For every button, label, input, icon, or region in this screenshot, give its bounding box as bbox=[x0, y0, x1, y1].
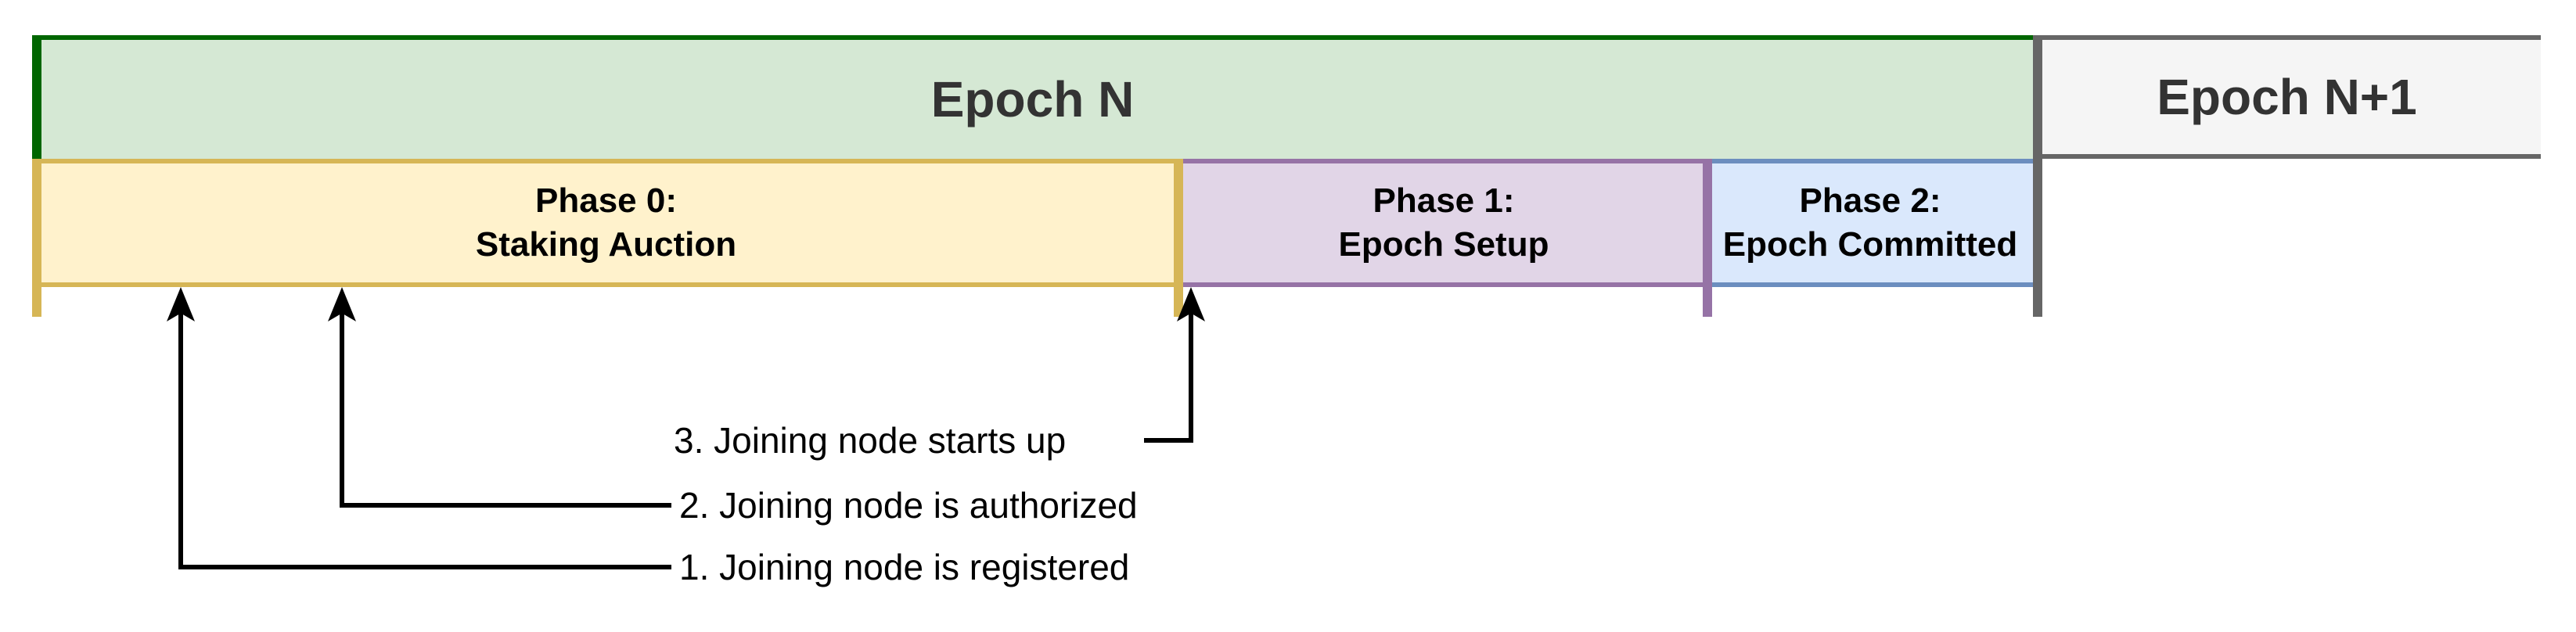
phase-1-caption: Phase 1: Epoch Setup bbox=[1339, 179, 1549, 267]
event-1-label: 1. Joining node is registered bbox=[679, 547, 1130, 587]
phase-1-title: Phase 1: bbox=[1373, 181, 1515, 220]
epoch-n-bar: Epoch N bbox=[32, 35, 2033, 159]
phase-1-subtitle: Epoch Setup bbox=[1338, 225, 1549, 264]
phase-0-caption: Phase 0: Staking Auction bbox=[476, 179, 736, 267]
epoch-n-plus-1-bar: Epoch N+1 bbox=[2033, 35, 2541, 159]
event-1-arrow-horizontal-line bbox=[178, 565, 671, 569]
phase-2-caption: Phase 2: Epoch Committed bbox=[1723, 179, 2017, 267]
epoch-n-start-marker bbox=[32, 35, 41, 159]
event-2-label: 2. Joining node is authorized bbox=[679, 485, 1138, 526]
event-3-arrow-vertical-line bbox=[1189, 313, 1193, 443]
epoch-n-plus-1-label: Epoch N+1 bbox=[2157, 69, 2417, 125]
phase-0-end-marker bbox=[1174, 159, 1183, 317]
event-2-arrow-vertical-line bbox=[340, 313, 344, 507]
event-1-arrow-vertical-line bbox=[178, 313, 183, 569]
phase-2-subtitle: Epoch Committed bbox=[1722, 225, 2018, 264]
phase-1-bar: Phase 1: Epoch Setup bbox=[1180, 159, 1707, 287]
phase-1-end-marker bbox=[1703, 159, 1712, 317]
phase-0-title: Phase 0: bbox=[535, 181, 677, 220]
epoch-boundary-marker bbox=[2033, 35, 2042, 317]
event-3-label: 3. Joining node starts up bbox=[674, 420, 1067, 461]
phase-2-title: Phase 2: bbox=[1799, 181, 1941, 220]
event-3-arrow-horizontal-line bbox=[1144, 438, 1193, 443]
epoch-n-label: Epoch N bbox=[930, 71, 1135, 127]
phase-0-start-marker bbox=[32, 159, 41, 317]
phase-0-subtitle: Staking Auction bbox=[475, 225, 737, 264]
phase-2-bar: Phase 2: Epoch Committed bbox=[1707, 159, 2033, 287]
event-2-arrow-horizontal-line bbox=[340, 503, 671, 508]
phase-0-bar: Phase 0: Staking Auction bbox=[32, 159, 1180, 287]
